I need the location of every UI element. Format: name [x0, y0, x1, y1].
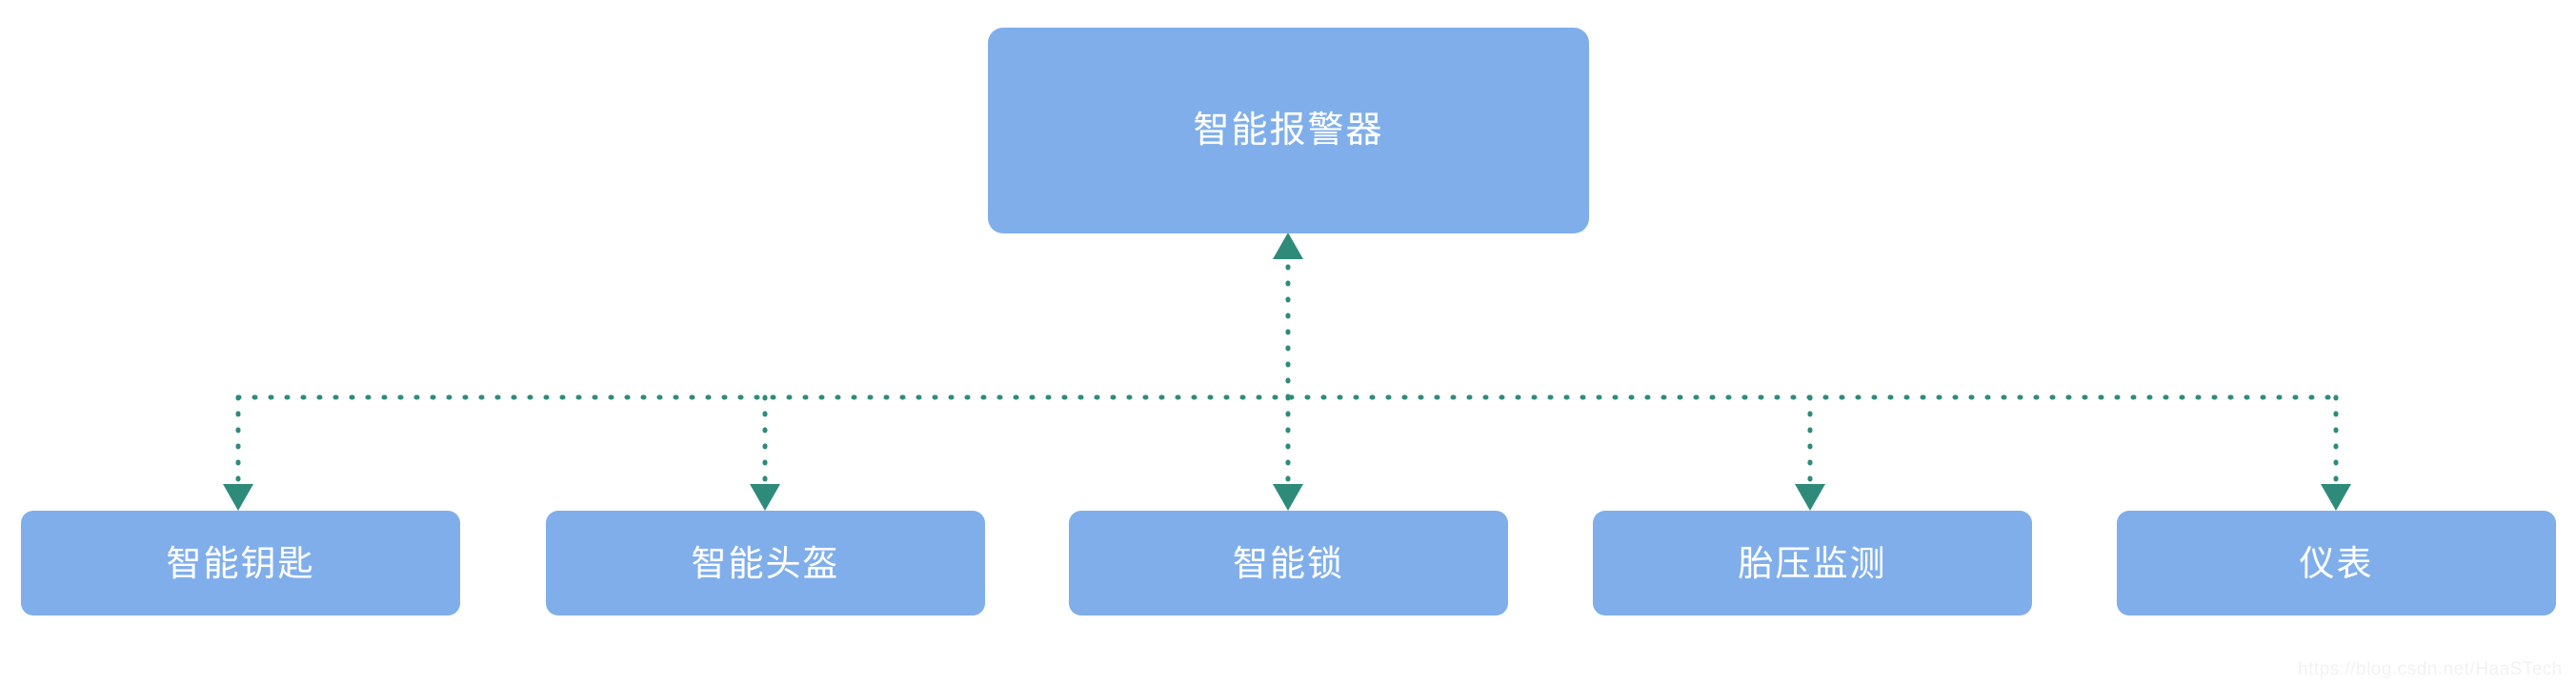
arrowhead-down-leaf-3-icon	[1795, 484, 1825, 511]
node-leaf-label: 智能钥匙	[166, 543, 315, 583]
arrowhead-down-leaf-0-icon	[223, 484, 253, 511]
node-leaf-label: 仪表	[2299, 543, 2374, 583]
arrowhead-down-leaf-2-icon	[1273, 484, 1303, 511]
node-leaf-instrument-cluster[interactable]: 仪表	[2117, 511, 2556, 615]
arrowhead-up-root-icon	[1273, 232, 1303, 259]
arrowhead-down-leaf-4-icon	[2321, 484, 2351, 511]
node-leaf-label: 胎压监测	[1738, 543, 1887, 583]
arrowhead-down-leaf-1-icon	[750, 484, 780, 511]
node-leaf-smart-lock[interactable]: 智能锁	[1069, 511, 1508, 615]
node-root-smart-alarm[interactable]: 智能报警器	[988, 28, 1589, 233]
node-leaf-label: 智能锁	[1233, 543, 1344, 583]
watermark-text: https://blog.csdn.net/HaaSTech	[2298, 659, 2563, 679]
node-leaf-label: 智能头盔	[691, 543, 840, 583]
node-leaf-smart-key[interactable]: 智能钥匙	[21, 511, 460, 615]
node-root-label: 智能报警器	[1193, 111, 1384, 151]
node-leaf-smart-helmet[interactable]: 智能头盔	[546, 511, 985, 615]
node-leaf-tire-pressure-monitoring[interactable]: 胎压监测	[1593, 511, 2032, 615]
